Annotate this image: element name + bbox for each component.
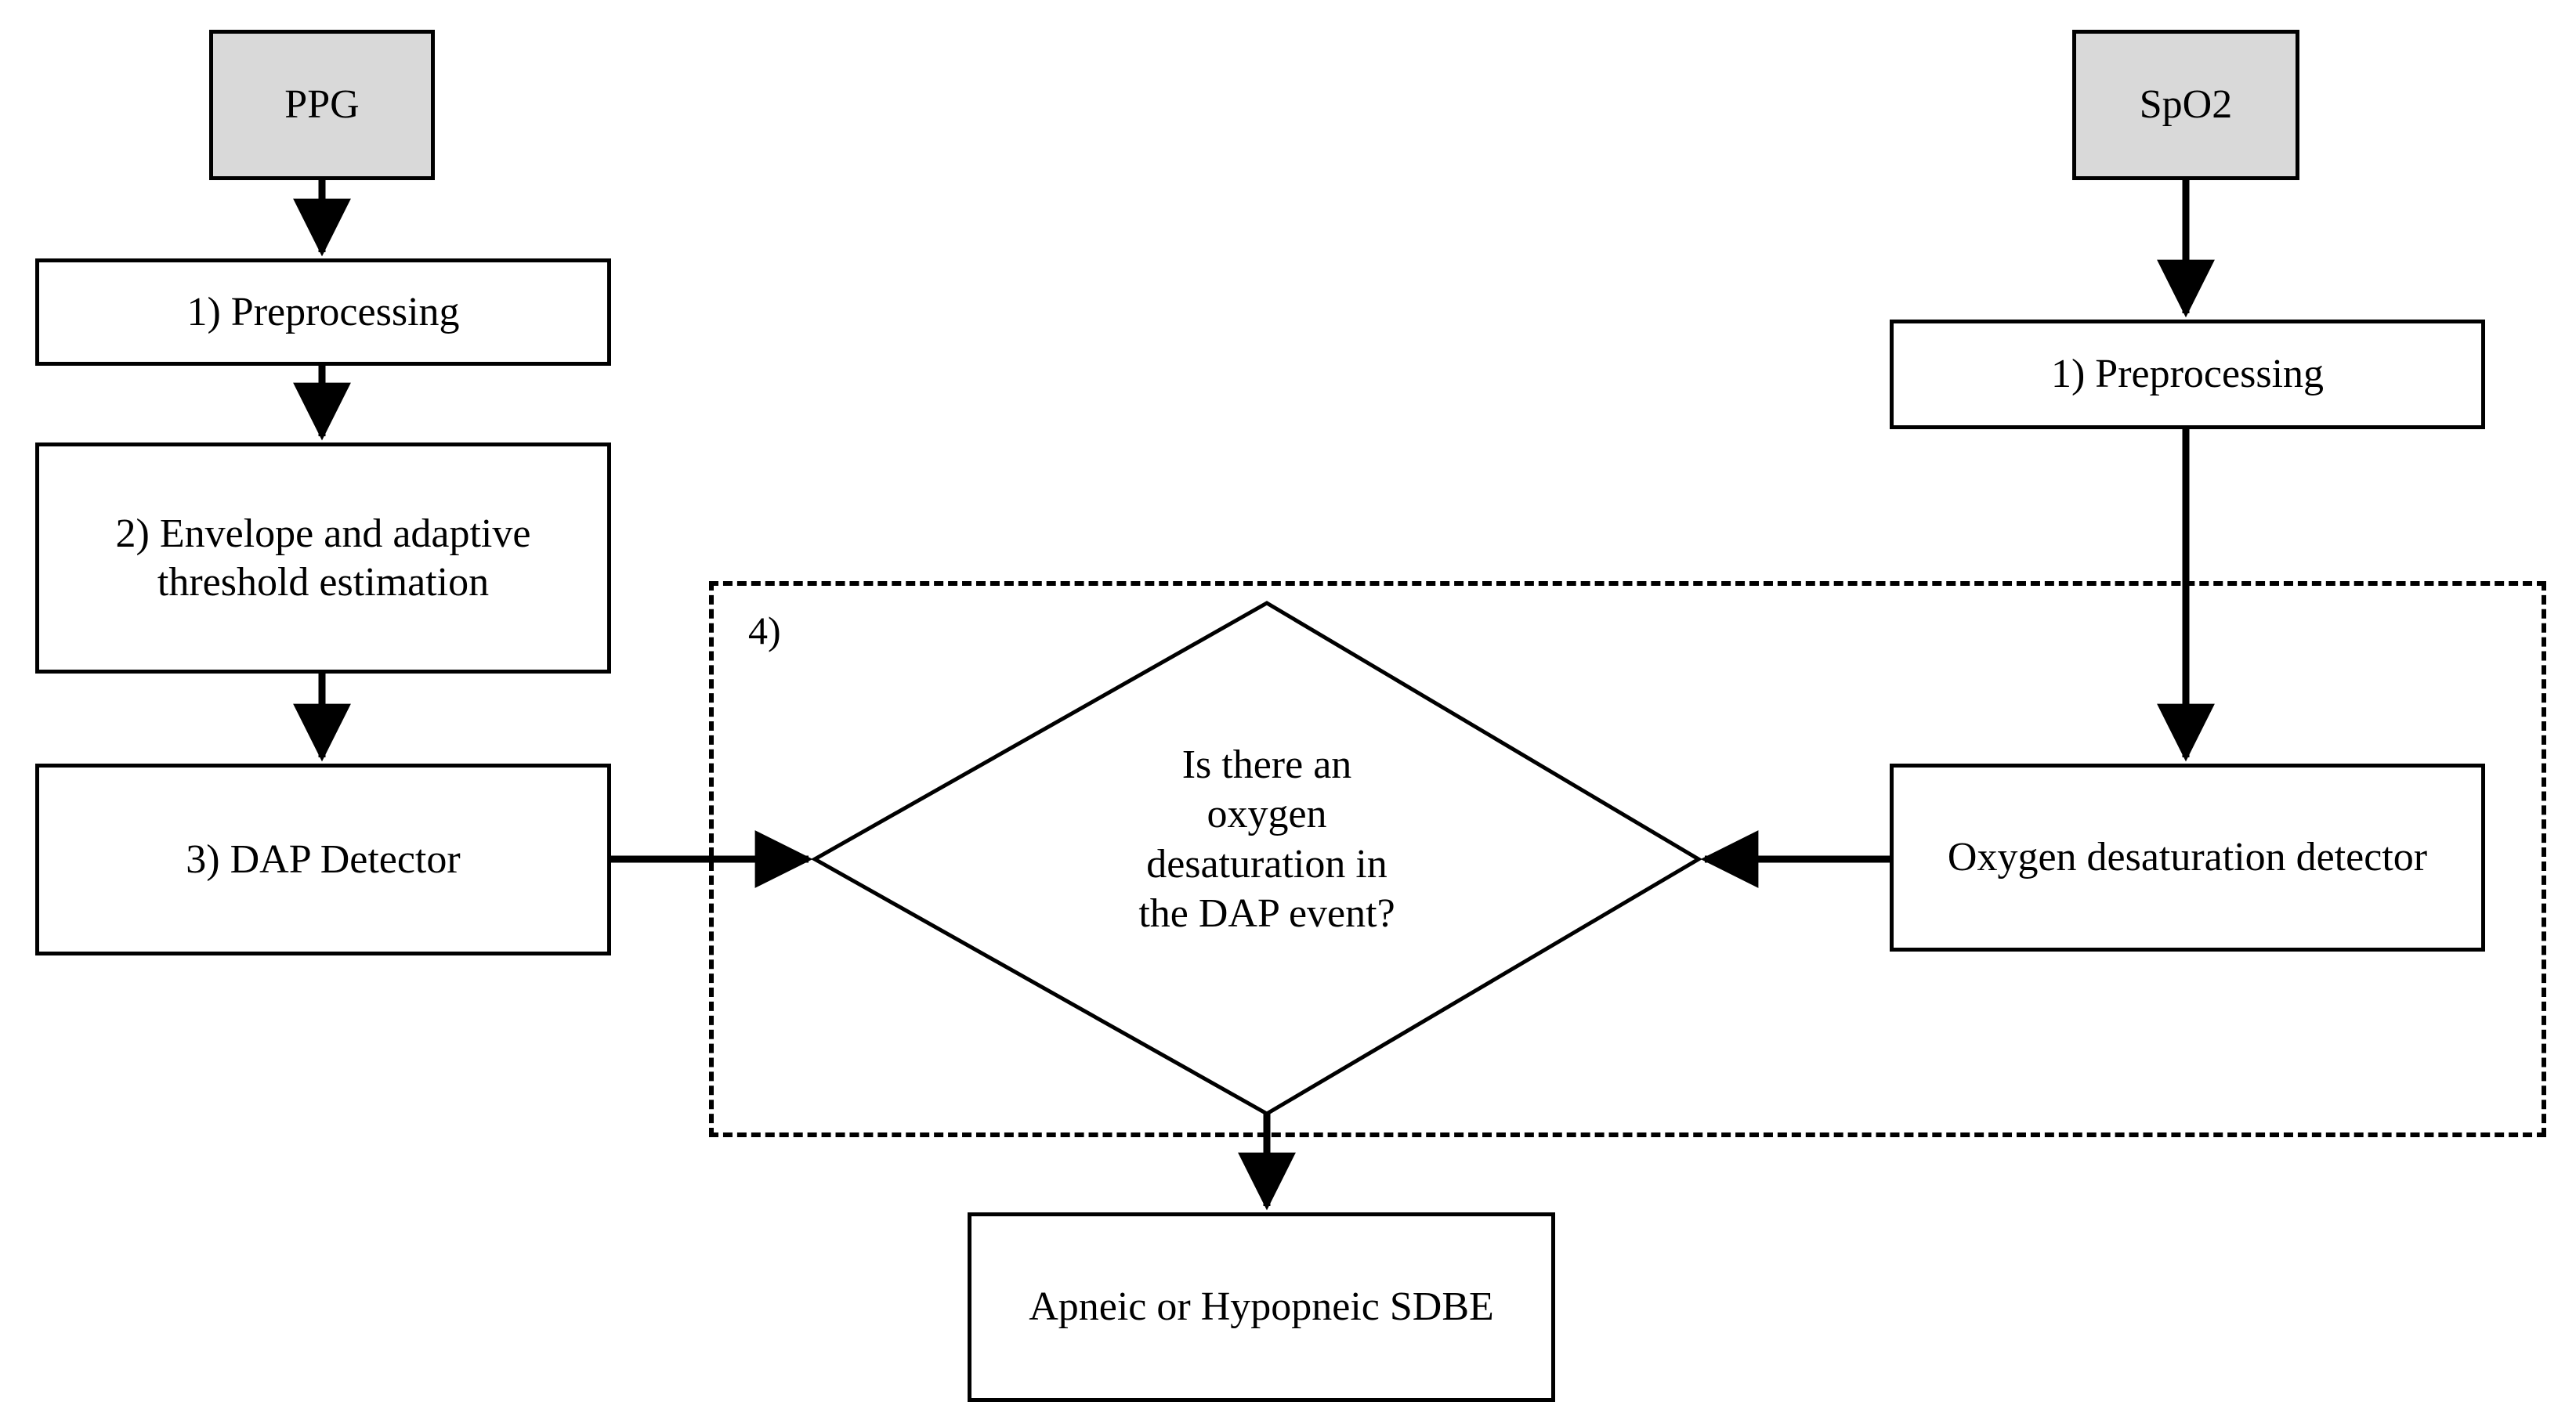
group-label-step-4: 4)	[748, 609, 781, 652]
node-ppg-input[interactable]: PPG	[209, 30, 435, 180]
node-spo2-preprocessing[interactable]: 1) Preprocessing	[1890, 320, 2485, 429]
node-output-sdbe[interactable]: Apneic or Hypopneic SDBE	[968, 1212, 1555, 1402]
node-ppg-preprocessing[interactable]: 1) Preprocessing	[35, 258, 611, 366]
node-envelope-threshold[interactable]: 2) Envelope and adaptive threshold estim…	[35, 442, 611, 674]
decision-label[interactable]: Is there an oxygen desaturation in the D…	[1138, 742, 1395, 937]
node-dap-detector[interactable]: 3) DAP Detector	[35, 764, 611, 955]
node-spo2-input[interactable]: SpO2	[2072, 30, 2299, 180]
node-oxygen-desaturation-detector[interactable]: Oxygen desaturation detector	[1890, 764, 2485, 952]
